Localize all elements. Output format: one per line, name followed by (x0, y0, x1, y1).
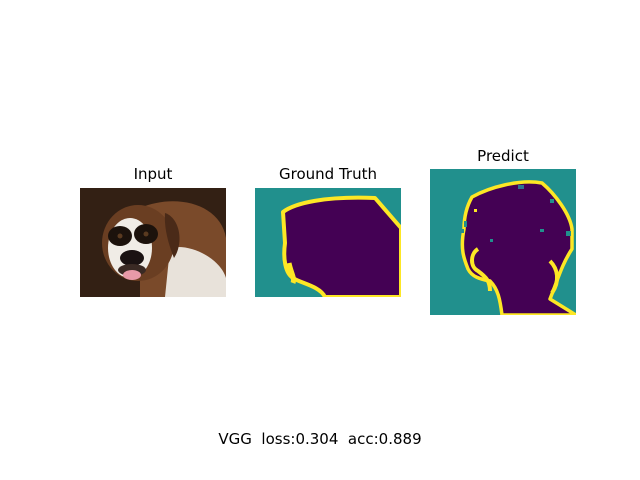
predict-mask (430, 169, 576, 315)
metrics-caption: VGG loss:0.304 acc:0.889 (218, 430, 422, 448)
predict-title: Predict (477, 147, 529, 165)
ground-truth-mask (255, 188, 401, 297)
ground-truth-title: Ground Truth (279, 165, 377, 183)
input-title: Input (133, 165, 173, 183)
input-image (80, 188, 226, 297)
